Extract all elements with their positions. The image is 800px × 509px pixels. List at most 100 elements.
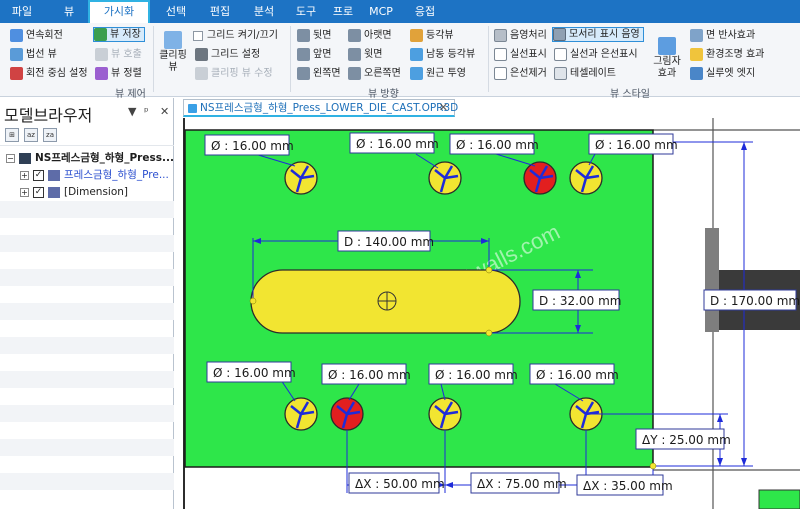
- hole-top-1[interactable]: [284, 161, 318, 195]
- right-view-button[interactable]: 오른쪽면: [348, 66, 401, 81]
- wire-button[interactable]: 실선표시: [494, 47, 547, 62]
- hole-bot-1[interactable]: [284, 397, 318, 431]
- bottom-view-button[interactable]: 아랫면: [348, 28, 392, 43]
- shadow-effect-button[interactable]: 그림자 효과: [650, 37, 684, 80]
- bottom-view-icon: [348, 29, 361, 42]
- tab-app[interactable]: 응접: [414, 5, 436, 18]
- clip-edit-icon: [195, 67, 208, 80]
- ribbon-tab-bar: 파일 뷰 가시화 선택 편집 분석 도구 프로 MCP 응접: [0, 0, 800, 24]
- tree-empty-row: [0, 218, 174, 235]
- env-light-button[interactable]: 환경조명 효과: [690, 47, 764, 62]
- dim-label-hole-top-1[interactable]: Ø : 16.00 mm: [211, 139, 294, 153]
- clip-edit-button[interactable]: 클리핑 뷰 수정: [195, 66, 273, 81]
- panel-close-icon[interactable]: ✕: [160, 105, 170, 118]
- dim-label-dx3[interactable]: ΔX : 35.00 mm: [583, 479, 673, 493]
- edge-shading-icon: [553, 28, 566, 41]
- visibility-checkbox[interactable]: ✓: [33, 187, 44, 198]
- dim-label-hole-bot-3[interactable]: Ø : 16.00 mm: [435, 368, 518, 382]
- 3d-viewport[interactable]: www.ditwalls.com: [183, 118, 800, 509]
- rotate-center-icon: [10, 67, 23, 80]
- tessellate-button[interactable]: 테셀레이트: [554, 66, 616, 81]
- dim-label-dx2[interactable]: ΔX : 75.00 mm: [477, 477, 567, 491]
- expand-icon[interactable]: +: [20, 188, 29, 197]
- dimension-labels: Ø : 16.00 mm Ø : 16.00 mm Ø : 16.00 mm Ø…: [204, 132, 800, 496]
- recall-view-icon: [95, 48, 108, 61]
- tab-view[interactable]: 뷰: [63, 5, 75, 18]
- tab-analysis[interactable]: 분석: [253, 5, 275, 18]
- normal-view-button[interactable]: 법선 뷰: [10, 47, 57, 62]
- dim-label-hole-bot-1[interactable]: Ø : 16.00 mm: [213, 366, 296, 380]
- dim-label-hole-top-4[interactable]: Ø : 16.00 mm: [595, 138, 678, 152]
- tab-visualize[interactable]: 가시화: [88, 0, 150, 24]
- hole-bot-3[interactable]: [428, 397, 462, 431]
- continuous-rotate-button[interactable]: 연속회전: [10, 28, 63, 43]
- hole-top-2[interactable]: [428, 161, 462, 195]
- tree-item[interactable]: − NS프레스금형_하형_Press...: [6, 152, 174, 164]
- se-iso-view-button[interactable]: 남동 등각뷰: [410, 47, 475, 62]
- clipping-icon: [164, 31, 182, 49]
- iso-view-button[interactable]: 등각뷰: [410, 28, 454, 43]
- front-view-button[interactable]: 앞면: [297, 47, 331, 62]
- sort-za-icon[interactable]: za: [43, 128, 57, 142]
- cad-drawing: www.ditwalls.com: [183, 118, 800, 509]
- hole-bot-2[interactable]: [330, 397, 364, 431]
- grid-toggle-option[interactable]: 그리드 켜기/끄기: [193, 28, 278, 43]
- hole-top-3[interactable]: [523, 161, 557, 195]
- perspective-icon: [410, 67, 423, 80]
- sort-az-icon[interactable]: az: [24, 128, 38, 142]
- tree-expand-icon[interactable]: ⊞: [5, 128, 19, 142]
- save-view-button[interactable]: 뷰 저장: [93, 27, 145, 42]
- tree-item[interactable]: + ✓ 프레스금형_하형_Pre...: [20, 169, 169, 181]
- shading-button[interactable]: 음영처리: [494, 28, 547, 43]
- hidden-removed-button[interactable]: 은선제거: [494, 66, 547, 81]
- close-tab-icon[interactable]: ✕: [438, 101, 448, 114]
- tree-item[interactable]: + ✓ [Dimension]: [20, 186, 129, 198]
- rotate-center-button[interactable]: 회전 중심 설정: [10, 66, 88, 81]
- top-view-button[interactable]: 윗면: [348, 47, 382, 62]
- visibility-checkbox[interactable]: ✓: [33, 170, 44, 181]
- se-iso-view-icon: [410, 48, 423, 61]
- tree-empty-row: [0, 201, 174, 218]
- wire-hidden-button[interactable]: 실선과 은선표시: [554, 47, 638, 62]
- dim-box: [532, 289, 620, 311]
- dim-label-hole-bot-2[interactable]: Ø : 16.00 mm: [328, 368, 411, 382]
- dim-label-hole-bot-4[interactable]: Ø : 16.00 mm: [536, 368, 619, 382]
- back-view-icon: [297, 29, 310, 42]
- dim-label-slot-width[interactable]: D : 32.00 mm: [539, 294, 621, 308]
- left-view-button[interactable]: 왼쪽면: [297, 66, 341, 81]
- tab-tools[interactable]: 도구: [295, 5, 317, 18]
- dimension-icon: [48, 187, 60, 198]
- document-tab[interactable]: NS프레스금형_하형_Press_LOWER_DIE_CAST.OPR3D ✕: [183, 99, 458, 117]
- expand-icon[interactable]: +: [20, 171, 29, 180]
- dim-box: [588, 133, 674, 155]
- right-view-icon: [348, 67, 361, 80]
- grid-toggle-checkbox[interactable]: [193, 30, 203, 41]
- dim-label-overall-height[interactable]: D : 170.00 mm: [710, 294, 800, 308]
- face-reflect-button[interactable]: 면 반사효과: [690, 28, 755, 43]
- hole-top-4[interactable]: [569, 161, 603, 195]
- dim-label-dy[interactable]: ΔY : 25.00 mm: [642, 433, 731, 447]
- grid-settings-button[interactable]: 그리드 설정: [195, 47, 260, 62]
- dim-label-dx1[interactable]: ΔX : 50.00 mm: [355, 477, 445, 491]
- panel-dropdown-icon[interactable]: ▼: [128, 105, 137, 118]
- clipping-view-button[interactable]: 클리핑 뷰: [157, 31, 189, 74]
- panel-pin-icon[interactable]: ᵖ: [144, 105, 149, 118]
- collapse-icon[interactable]: −: [6, 154, 15, 163]
- tab-mcp[interactable]: MCP: [369, 5, 393, 18]
- arrange-view-button[interactable]: 뷰 정렬: [95, 66, 142, 81]
- tab-pro[interactable]: 프로: [332, 5, 354, 18]
- back-view-button[interactable]: 뒷면: [297, 28, 331, 43]
- tab-file[interactable]: 파일: [11, 5, 33, 18]
- perspective-button[interactable]: 원근 투영: [410, 66, 466, 81]
- dim-label-hole-top-2[interactable]: Ø : 16.00 mm: [356, 137, 439, 151]
- group-separator: [488, 26, 489, 92]
- tab-edit[interactable]: 편집: [209, 5, 231, 18]
- tab-select[interactable]: 선택: [165, 5, 187, 18]
- tree-empty-row: [0, 303, 174, 320]
- corner-plate: [758, 489, 800, 509]
- edge-shading-button[interactable]: 모서리 표시 음영: [552, 27, 644, 42]
- dim-label-hole-top-3[interactable]: Ø : 16.00 mm: [456, 138, 539, 152]
- silhouette-edge-button[interactable]: 실루엣 엣지: [690, 66, 755, 81]
- dim-label-slot-length[interactable]: D : 140.00 mm: [344, 235, 434, 249]
- recall-view-button[interactable]: 뷰 호출: [95, 47, 142, 62]
